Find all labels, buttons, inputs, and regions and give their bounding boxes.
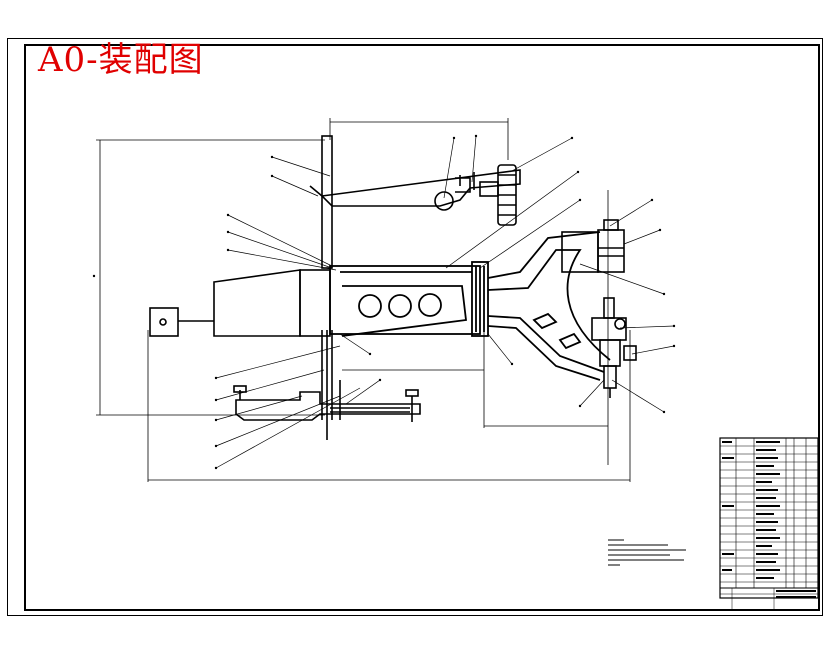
base-foot (233, 380, 421, 422)
motor-housing (149, 269, 331, 337)
c-frame (487, 231, 611, 381)
upper-arm (309, 169, 521, 211)
leader-markers (92, 134, 676, 470)
parts-list-entries (722, 441, 816, 598)
technical-notes (608, 539, 686, 566)
vertical-column (321, 135, 333, 440)
lower-adjuster (591, 297, 637, 398)
outer-frame (7, 38, 823, 616)
dimension-lines (96, 118, 631, 482)
leader-lines (215, 135, 675, 469)
upper-handwheel (479, 164, 517, 226)
upper-clamp (561, 219, 625, 273)
drawing-frame (24, 44, 820, 611)
drawing-title: A0-装配图 (38, 40, 204, 80)
parts-list-table (719, 437, 819, 610)
main-cylinder (329, 261, 489, 337)
